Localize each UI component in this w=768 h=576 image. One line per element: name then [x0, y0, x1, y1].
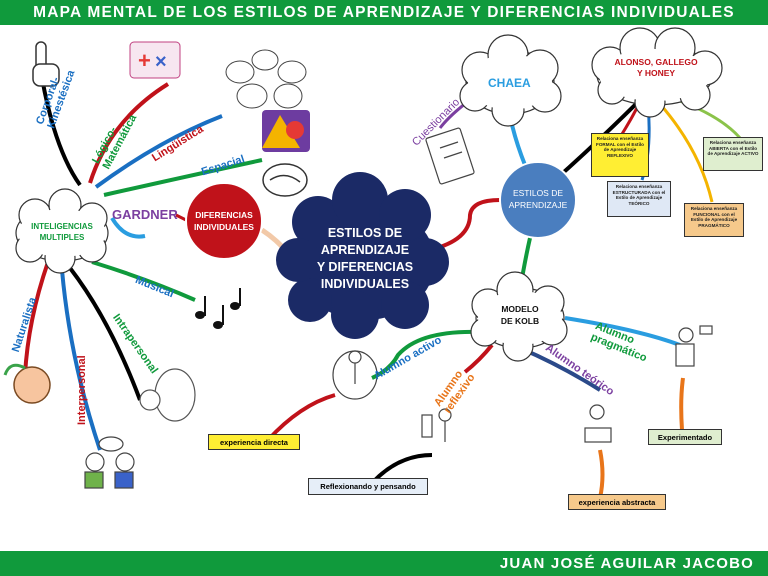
box-experiencia-directa: experiencia directa [208, 434, 300, 450]
box-reflexionando: Reflexionando y pensando [308, 478, 428, 495]
jump-rope-illustration [332, 350, 378, 400]
branch-kolb-reflexivo [463, 343, 494, 374]
box-experimentado: Experimentado [648, 429, 722, 445]
traffic-light-illustration [421, 408, 452, 442]
branch-naturalista [23, 261, 50, 376]
center-line-1: ESTILOS DE [327, 226, 403, 240]
box-experiencia-abstracta: experiencia abstracta [568, 494, 666, 510]
branch-espacial [103, 158, 263, 197]
kolb-label: MODELO DE KOLB [490, 303, 550, 327]
clipboard-illustration [425, 127, 475, 185]
alonso-line-2: Y HONEY [636, 68, 676, 78]
branch-musical [91, 260, 196, 302]
student-desk-illustration [584, 404, 612, 443]
center-cloud [276, 172, 449, 339]
inteligencias-line-2: MULTIPLES [39, 233, 85, 242]
diferencias-label: DIFERENCIAS INDIVIDUALES [186, 209, 262, 233]
estilos-label: ESTILOS DE APRENDIZAJE [500, 187, 576, 211]
branch-intrapersonal [68, 266, 142, 401]
speech-faces-illustration [225, 49, 307, 109]
brain-illustration [262, 163, 308, 197]
box-pragmatico: Relaciona enseñanza FUNCIONAL con el Est… [684, 203, 744, 237]
connector-gardner-inteligencias [110, 216, 146, 239]
scientist-illustration [675, 325, 713, 367]
author-banner: JUAN JOSÉ AGUILAR JACOBO [0, 551, 768, 576]
branch-logico [88, 82, 170, 184]
hand-cursor-illustration [32, 41, 60, 87]
girl-plant-illustration [3, 363, 51, 404]
branch-corporal [40, 77, 82, 187]
kolb-line-2: DE KOLB [500, 316, 540, 326]
connector-diferencias-gardner [175, 213, 187, 222]
inteligencias-line-1: INTELIGENCIAS [31, 222, 93, 231]
label-interpersonal: Interpersonal [76, 355, 88, 425]
box-teorico: Relaciona enseñanza ESTRUCTURADA con el … [607, 181, 671, 217]
svg-text:+: + [138, 48, 151, 73]
music-notes-illustration [195, 288, 241, 329]
shapes-illustration [262, 110, 310, 152]
estilos-line-1: ESTILOS DE [512, 188, 564, 198]
inteligencias-label: INTELIGENCIAS MULTIPLES [18, 221, 106, 243]
center-line-4: INDIVIDUALES [320, 277, 410, 291]
connector-center-estilos [429, 198, 501, 252]
diferencias-line-1: DIFERENCIAS [195, 210, 253, 220]
diferencias-node [185, 182, 263, 260]
box-activo: Relaciona enseñanza ABIERTA con el Estil… [703, 137, 763, 171]
center-line-3: Y DIFERENCIAS [316, 260, 414, 274]
chaea-label: CHAEA [488, 76, 531, 90]
branch-interpersonal [60, 269, 102, 451]
estilos-node [499, 161, 577, 239]
branch-kolb-pragmatico [564, 316, 681, 347]
branch-linguistica [94, 114, 223, 189]
diferencias-line-2: INDIVIDUALES [194, 222, 254, 232]
center-title: ESTILOS DE APRENDIZAJE Y DIFERENCIAS IND… [305, 225, 425, 293]
gardner-label: GARDNER [112, 207, 178, 222]
kolb-line-1: MODELO [501, 304, 539, 314]
connector-pragmatico-box [679, 377, 685, 431]
svg-text:×: × [155, 51, 167, 73]
math-symbols-illustration: + × [129, 41, 181, 79]
alonso-line-1: ALONSO, GALLEGO [614, 57, 698, 67]
center-line-2: APRENDIZAJE [320, 243, 410, 257]
connector-reflexivo-box [373, 453, 433, 482]
connector-activo-box [266, 393, 336, 442]
mirror-illustration [139, 368, 196, 422]
box-reflexivo: Relaciona enseñanza FORMAL con el Estilo… [591, 133, 649, 177]
title-banner: MAPA MENTAL DE LOS ESTILOS DE APRENDIZAJ… [0, 0, 768, 25]
estilos-line-2: APRENDIZAJE [508, 200, 568, 210]
connector-teorico-box [598, 449, 605, 499]
alonso-label: ALONSO, GALLEGO Y HONEY [606, 57, 706, 79]
connector-alonso-pragmatico [658, 103, 714, 203]
two-people-illustration [84, 436, 135, 489]
branch-kolb-activo [371, 329, 481, 380]
